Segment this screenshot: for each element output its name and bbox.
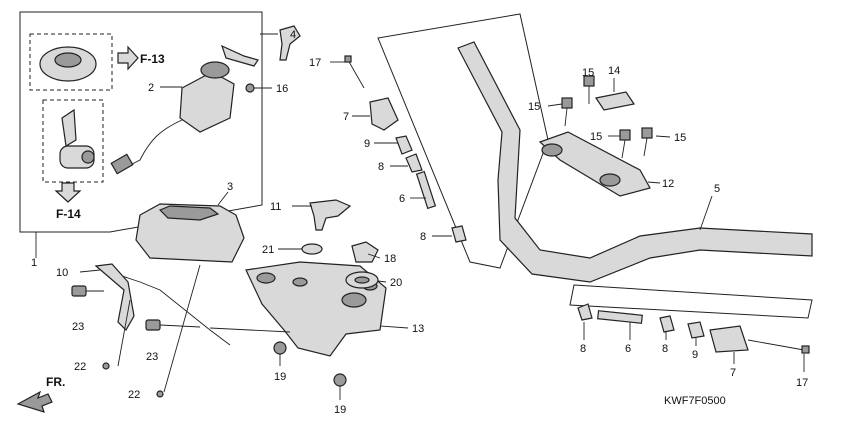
callout-10: 10: [56, 267, 68, 279]
arrow-to-f13: [117, 45, 139, 71]
ignition-key: [220, 44, 259, 67]
ref-f14: F-14: [56, 207, 81, 221]
holder-pad: [595, 91, 635, 111]
callout-22a: 22: [74, 361, 86, 373]
handlebar-grip-outline: [377, 13, 549, 269]
callout-22b: 22: [128, 389, 140, 401]
right-end-outline: [569, 284, 813, 319]
upper-holder-group: [538, 75, 671, 197]
callout-8b: 8: [420, 231, 426, 243]
callout-19b: 19: [334, 404, 346, 416]
callout-16: 16: [276, 83, 288, 95]
callout-14: 14: [608, 65, 620, 77]
group-1-outline: [19, 11, 263, 233]
callout-15d: 15: [674, 132, 686, 144]
ref-f13: F-13: [140, 52, 165, 66]
callout-15a: 15: [582, 67, 594, 79]
callout-6b: 6: [625, 343, 631, 355]
callout-3: 3: [227, 181, 233, 193]
callout-15b: 15: [528, 101, 540, 113]
bar-end-rod: [415, 170, 437, 210]
meter-stay: [94, 263, 135, 331]
callout-9a: 9: [364, 138, 370, 150]
callout-17a: 17: [309, 57, 321, 69]
right-bar-end-weight: [709, 325, 749, 353]
seat-lock-detail: [42, 99, 104, 183]
callout-20: 20: [390, 277, 402, 289]
diagram-code: KWF7F0500: [664, 395, 726, 407]
front-marker-label: FR.: [46, 375, 65, 389]
upper-holder: [538, 131, 651, 197]
callout-8d: 8: [662, 343, 668, 355]
cap: [351, 241, 379, 263]
callout-23a: 23: [72, 321, 84, 333]
callout-numbers: 1 2 3 4 5 6 6 7 7 8 8 8 8 9 9 10 11 12 1…: [31, 29, 808, 416]
callout-8c: 8: [580, 343, 586, 355]
front-direction-marker: FR.: [16, 375, 65, 413]
ignition-switch: [179, 71, 235, 133]
left-bar-end-group: [330, 55, 467, 243]
washer: [301, 243, 323, 255]
callout-2: 2: [148, 82, 154, 94]
callout-17b: 17: [796, 377, 808, 389]
arrow-to-f14: [54, 182, 82, 203]
callout-11: 11: [270, 201, 281, 213]
callout-18: 18: [384, 253, 396, 265]
right-bar-end-group: [577, 303, 810, 372]
meter-cover: [135, 203, 245, 263]
callout-6a: 6: [399, 193, 405, 205]
callout-23b: 23: [146, 351, 158, 363]
callout-13: 13: [412, 323, 424, 335]
meter-cover-group: [71, 191, 245, 398]
callout-12: 12: [662, 178, 674, 190]
callout-7a: 7: [343, 111, 349, 123]
handlebar-holder: [309, 199, 352, 231]
callout-8a: 8: [378, 161, 384, 173]
bar-end-weight: [369, 97, 399, 131]
callout-15c: 15: [590, 131, 602, 143]
handlebar-group: [377, 13, 813, 319]
callout-9b: 9: [692, 349, 698, 361]
callout-5: 5: [714, 183, 720, 195]
callout-1: 1: [31, 257, 37, 269]
right-bar-end-rod: [597, 310, 643, 324]
fuel-cap-lock-detail: [29, 33, 113, 91]
callout-7b: 7: [730, 367, 736, 379]
callout-4: 4: [290, 29, 296, 41]
key-blank: [279, 25, 301, 61]
ignition-switch-group: [19, 11, 301, 258]
callout-21: 21: [262, 244, 274, 256]
top-bridge-group: [209, 199, 409, 400]
handlebar: [457, 41, 813, 283]
callout-19a: 19: [274, 371, 286, 383]
